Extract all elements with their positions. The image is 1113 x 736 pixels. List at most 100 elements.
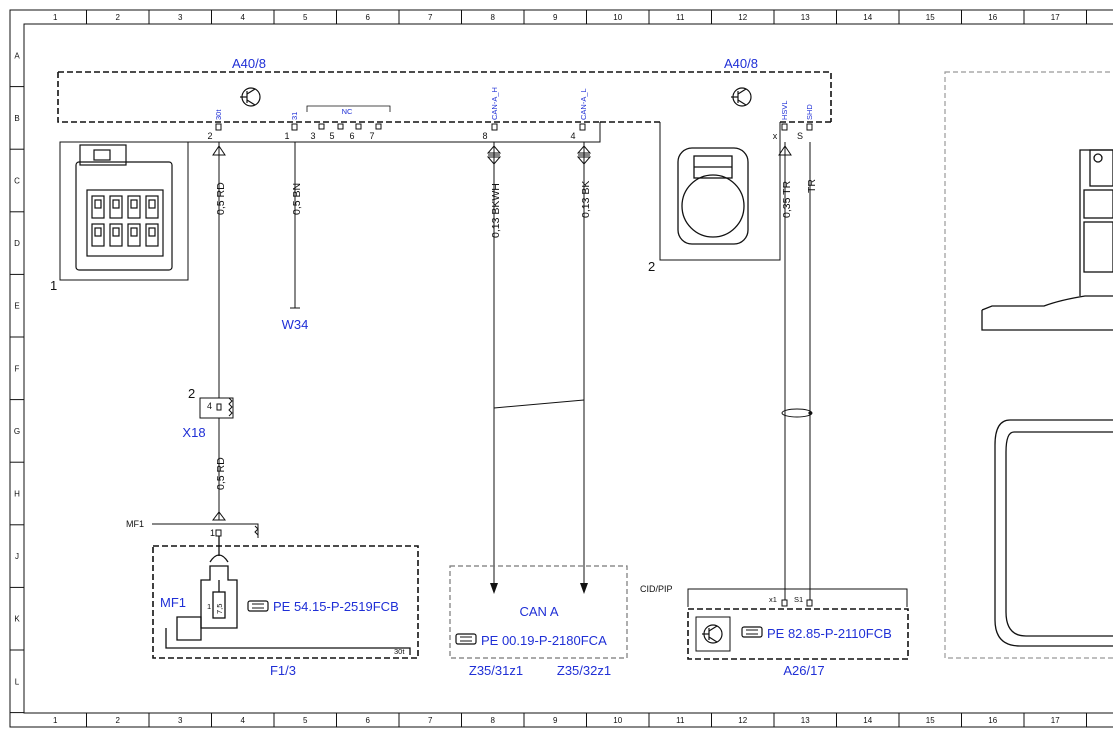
grid-column-label: 11 bbox=[676, 13, 685, 22]
pin-x1: x1 bbox=[769, 595, 777, 604]
connector-symbols bbox=[212, 145, 813, 521]
grid-column-label: 2 bbox=[116, 13, 121, 22]
pin-num: 5 bbox=[329, 131, 334, 141]
grid-column-label: 8 bbox=[491, 716, 496, 725]
arrowheads bbox=[490, 583, 588, 594]
wire-label: 0,5 RD bbox=[215, 457, 227, 490]
reference-pe3[interactable]: PE 82.85-P-2110FCB bbox=[767, 626, 892, 641]
grid-column-label: 17 bbox=[1051, 716, 1060, 725]
grid-column-label: 11 bbox=[676, 716, 685, 725]
cid-pip-label: CID/PIP bbox=[640, 584, 673, 594]
a40-housing bbox=[57, 71, 832, 123]
wire-label: 0,35 TR bbox=[781, 180, 793, 218]
grid-row-label: A bbox=[14, 51, 20, 60]
wire-label: 0,13 BKWH bbox=[490, 183, 502, 238]
pin-num: 7 bbox=[369, 131, 374, 141]
reference-hand-icon bbox=[741, 626, 763, 638]
grid-row-label: L bbox=[15, 677, 20, 686]
grid-column-label: 3 bbox=[178, 13, 183, 22]
connector-outline bbox=[188, 122, 601, 143]
grid-column-label: 8 bbox=[491, 13, 496, 22]
grid-column-label: 10 bbox=[613, 716, 622, 725]
wire-label: 0,5 RD bbox=[215, 182, 227, 215]
can-a-box bbox=[449, 565, 628, 659]
mirror-image bbox=[981, 149, 1113, 647]
grid-column-label: 15 bbox=[926, 716, 935, 725]
a26-transistor-box bbox=[695, 616, 731, 652]
reference-hand-icon bbox=[455, 633, 477, 645]
pin-label-nc: NC bbox=[342, 107, 353, 116]
outer-frame bbox=[9, 9, 1113, 728]
connector2-image bbox=[677, 147, 749, 245]
grid-column-label: 6 bbox=[366, 716, 371, 725]
pin-label-hsvl: HSVL bbox=[780, 100, 789, 120]
connector1-label: 1 bbox=[50, 278, 57, 293]
a26-housing bbox=[687, 608, 909, 660]
grid-row-label: C bbox=[14, 177, 20, 186]
a40-left-label: A40/8 bbox=[232, 56, 266, 71]
grid-column-label: 9 bbox=[553, 716, 558, 725]
mf1-bracket bbox=[152, 523, 259, 538]
grid-column-label: 9 bbox=[553, 13, 558, 22]
pin-sockets bbox=[215, 123, 813, 131]
grid-column-label: 7 bbox=[428, 13, 433, 22]
transistor-icon bbox=[731, 87, 752, 107]
pin-label-31: 31 bbox=[290, 112, 299, 120]
a26-label: A26/17 bbox=[783, 663, 824, 678]
grid-row-label: G bbox=[14, 427, 20, 436]
pin-num: 1 bbox=[284, 131, 289, 141]
mf1-top-label: MF1 bbox=[126, 519, 144, 529]
grid-row-label: H bbox=[14, 490, 20, 499]
pin-num: x bbox=[773, 131, 778, 141]
x18-pin: 4 bbox=[207, 401, 212, 411]
pin-s1: S1 bbox=[794, 595, 803, 604]
pin-socket bbox=[806, 599, 813, 607]
grid-column-label: 13 bbox=[801, 13, 810, 22]
grid-column-label: 2 bbox=[116, 716, 121, 725]
grid-column-label: 1 bbox=[53, 13, 58, 22]
grid-column-label: 12 bbox=[738, 716, 747, 725]
grid-column-label: 10 bbox=[613, 13, 622, 22]
fuse-pin-socket bbox=[215, 529, 222, 537]
reference-hand-icon bbox=[247, 600, 269, 612]
grid-column-label: 4 bbox=[241, 13, 246, 22]
can-a-label: CAN A bbox=[519, 604, 558, 619]
reference-pe2[interactable]: PE 00.19-P-2180FCA bbox=[481, 633, 607, 648]
x18-label: X18 bbox=[182, 425, 205, 440]
grid-row-label: D bbox=[14, 239, 20, 248]
connector2-box bbox=[659, 122, 781, 261]
fuse-value: 7,5 bbox=[215, 604, 224, 614]
pin-num: 4 bbox=[570, 131, 575, 141]
pin-label-can-h: CAN-A_H bbox=[490, 87, 499, 120]
grid-border: 1122334455667788991010111112121313141415… bbox=[10, 10, 1087, 727]
reference-pe1[interactable]: PE 54.15-P-2519FCB bbox=[273, 599, 399, 614]
wire-label: TR bbox=[806, 179, 818, 193]
grid-column-label: 15 bbox=[926, 13, 935, 22]
connector2-label: 2 bbox=[648, 259, 655, 274]
grid-column-label: 1 bbox=[53, 716, 58, 725]
grid-column-label: 3 bbox=[178, 716, 183, 725]
a40-right-label: A40/8 bbox=[724, 56, 758, 71]
mirror-illustration-box bbox=[944, 71, 1113, 659]
z35-31-label: Z35/31z1 bbox=[469, 663, 523, 678]
connector1-image bbox=[75, 144, 173, 271]
mf1-inner-label: MF1 bbox=[160, 595, 186, 610]
transistor-icon bbox=[702, 624, 723, 644]
wire-label: 0,5 BN bbox=[291, 183, 303, 215]
f30t-label: 30t bbox=[394, 647, 405, 656]
pin-label-30t: 30t bbox=[214, 109, 223, 120]
grid-column-label: 14 bbox=[863, 716, 872, 725]
grid-column-label: 6 bbox=[366, 13, 371, 22]
grid-column-label: 7 bbox=[428, 716, 433, 725]
transistor-icon bbox=[240, 87, 261, 107]
cid-pip-bracket bbox=[687, 588, 908, 607]
pin-num: 6 bbox=[349, 131, 354, 141]
w34-label: W34 bbox=[282, 317, 309, 332]
x18-connector bbox=[199, 397, 234, 419]
grid-row-label: K bbox=[14, 615, 20, 624]
grid-column-label: 13 bbox=[801, 716, 810, 725]
grid-row-label: B bbox=[14, 114, 19, 123]
grid-row-label: E bbox=[14, 302, 19, 311]
f13-housing bbox=[152, 545, 419, 659]
